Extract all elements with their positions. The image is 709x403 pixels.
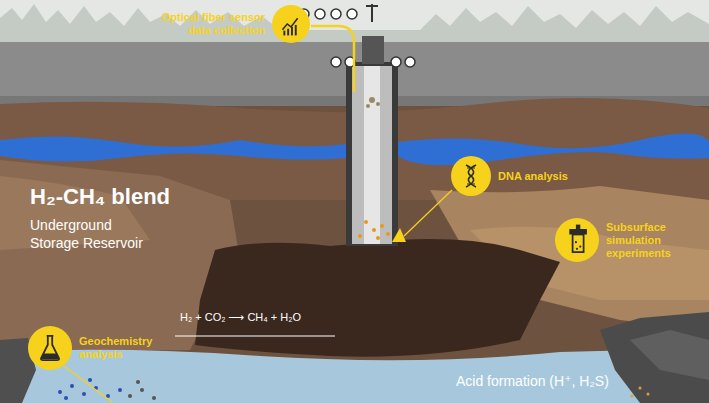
callout-icon bbox=[28, 326, 72, 370]
diagram-label: H₂ + CO₂ ⟶ CH₄ + H₂O bbox=[180, 310, 301, 324]
callout-text: Optical fiber sensor data collection bbox=[145, 11, 265, 37]
diagram-label: H₂-CH₄ blend bbox=[30, 184, 170, 210]
callout: Geochemistry analysis bbox=[28, 326, 169, 370]
callout: Optical fiber sensor data collection bbox=[145, 5, 310, 43]
callout-icon bbox=[555, 218, 599, 262]
diagram-label: Underground Storage Reservoir bbox=[30, 216, 160, 252]
callout: Subsurface simulation experiments bbox=[555, 218, 696, 262]
callout-text: Geochemistry analysis bbox=[79, 335, 169, 361]
callout-text: Subsurface simulation experiments bbox=[606, 221, 696, 260]
callout: DNA analysis bbox=[451, 156, 568, 196]
diagram-label: Acid formation (H⁺, H₂S) bbox=[456, 372, 609, 390]
callout-icon bbox=[451, 156, 491, 196]
callout-icon bbox=[272, 5, 310, 43]
callout-text: DNA analysis bbox=[498, 170, 568, 183]
